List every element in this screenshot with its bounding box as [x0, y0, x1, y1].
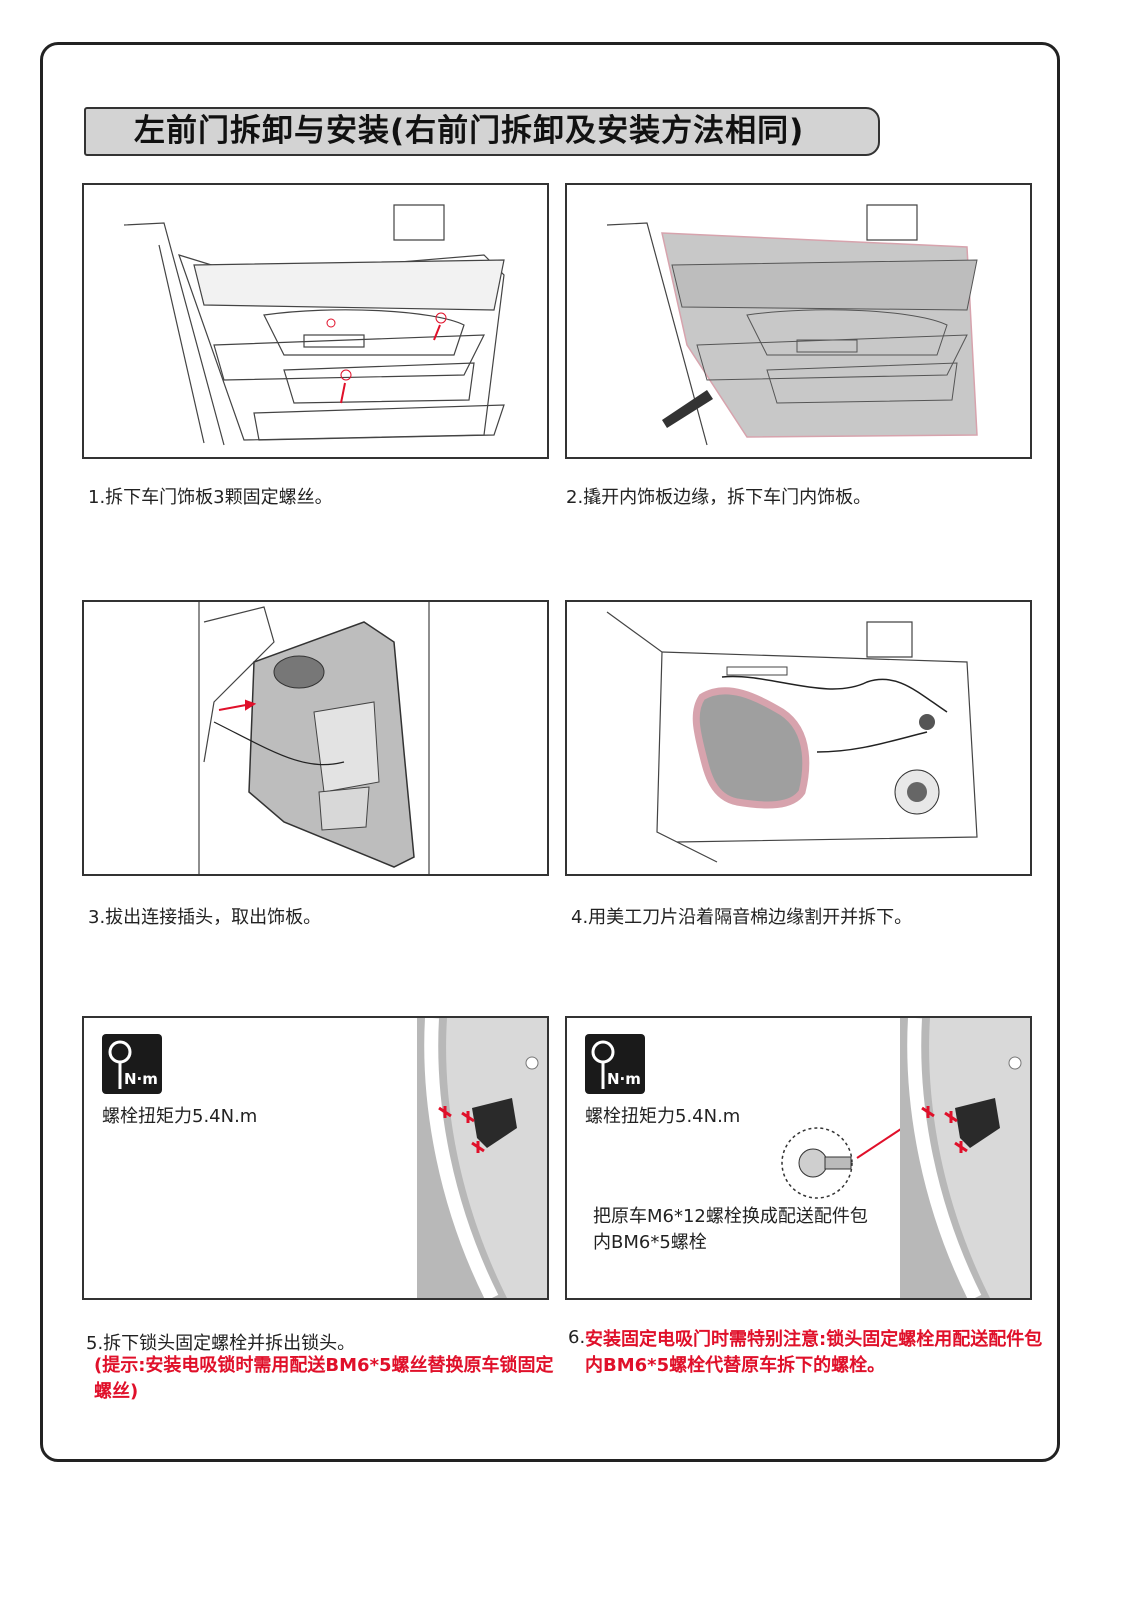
step-5-image: N·m 螺栓扭矩力5.4N.m — [82, 1016, 549, 1300]
page-frame — [40, 42, 1060, 1462]
door-trim-screws-illustration — [123, 204, 505, 446]
bolt-icon — [781, 1127, 853, 1199]
torque-value-text: 螺栓扭矩力5.4N.m — [585, 1106, 741, 1127]
door-trim-removal-illustration — [606, 204, 978, 446]
step-6-note: 安装固定电吸门时需特别注意:锁头固定螺栓用配送配件包内BM6*5螺栓代替原车拆下… — [585, 1329, 1043, 1376]
step-1-caption: 1.拆下车门饰板3颗固定螺丝。 — [88, 487, 333, 508]
svg-text:N·m: N·m — [124, 1070, 158, 1088]
step-2-image — [565, 183, 1032, 459]
step-3-caption: 3.拔出连接插头，取出饰板。 — [88, 907, 322, 928]
step-4-caption: 4.用美工刀片沿着隔音棉边缘割开并拆下。 — [571, 907, 913, 928]
bolt-replacement-note: 把原车M6*12螺栓换成配送配件包内BM6*5螺栓 — [593, 1206, 868, 1253]
torque-nm-icon: N·m — [585, 1034, 645, 1094]
torque-nm-icon: N·m — [102, 1034, 162, 1094]
step-1-image — [82, 183, 549, 459]
step-6-image: N·m 螺栓扭矩力5.4N.m 把原车M6*12螺栓换成配送配件包内BM6*5螺… — [565, 1016, 1032, 1300]
door-lock-photo — [900, 1018, 1030, 1298]
step-4-image — [565, 600, 1032, 876]
svg-text:N·m: N·m — [607, 1070, 641, 1088]
step-5-note: (提示:安装电吸锁时需用配送BM6*5螺丝替换原车锁固定螺丝) — [94, 1355, 554, 1402]
step-6-caption: 6. — [568, 1327, 586, 1348]
connector-unplug-illustration — [198, 602, 430, 874]
step-3-image — [82, 600, 549, 876]
door-lock-photo — [417, 1018, 547, 1298]
page-title: 左前门拆卸与安装(右前门拆卸及安装方法相同) — [84, 107, 880, 156]
step-2-caption: 2.撬开内饰板边缘，拆下车门内饰板。 — [566, 487, 872, 508]
step-5-caption: 5.拆下锁头固定螺栓并拆出锁头。 — [86, 1333, 356, 1354]
insulation-cutting-illustration — [606, 611, 978, 863]
torque-value-text: 螺栓扭矩力5.4N.m — [102, 1106, 258, 1127]
